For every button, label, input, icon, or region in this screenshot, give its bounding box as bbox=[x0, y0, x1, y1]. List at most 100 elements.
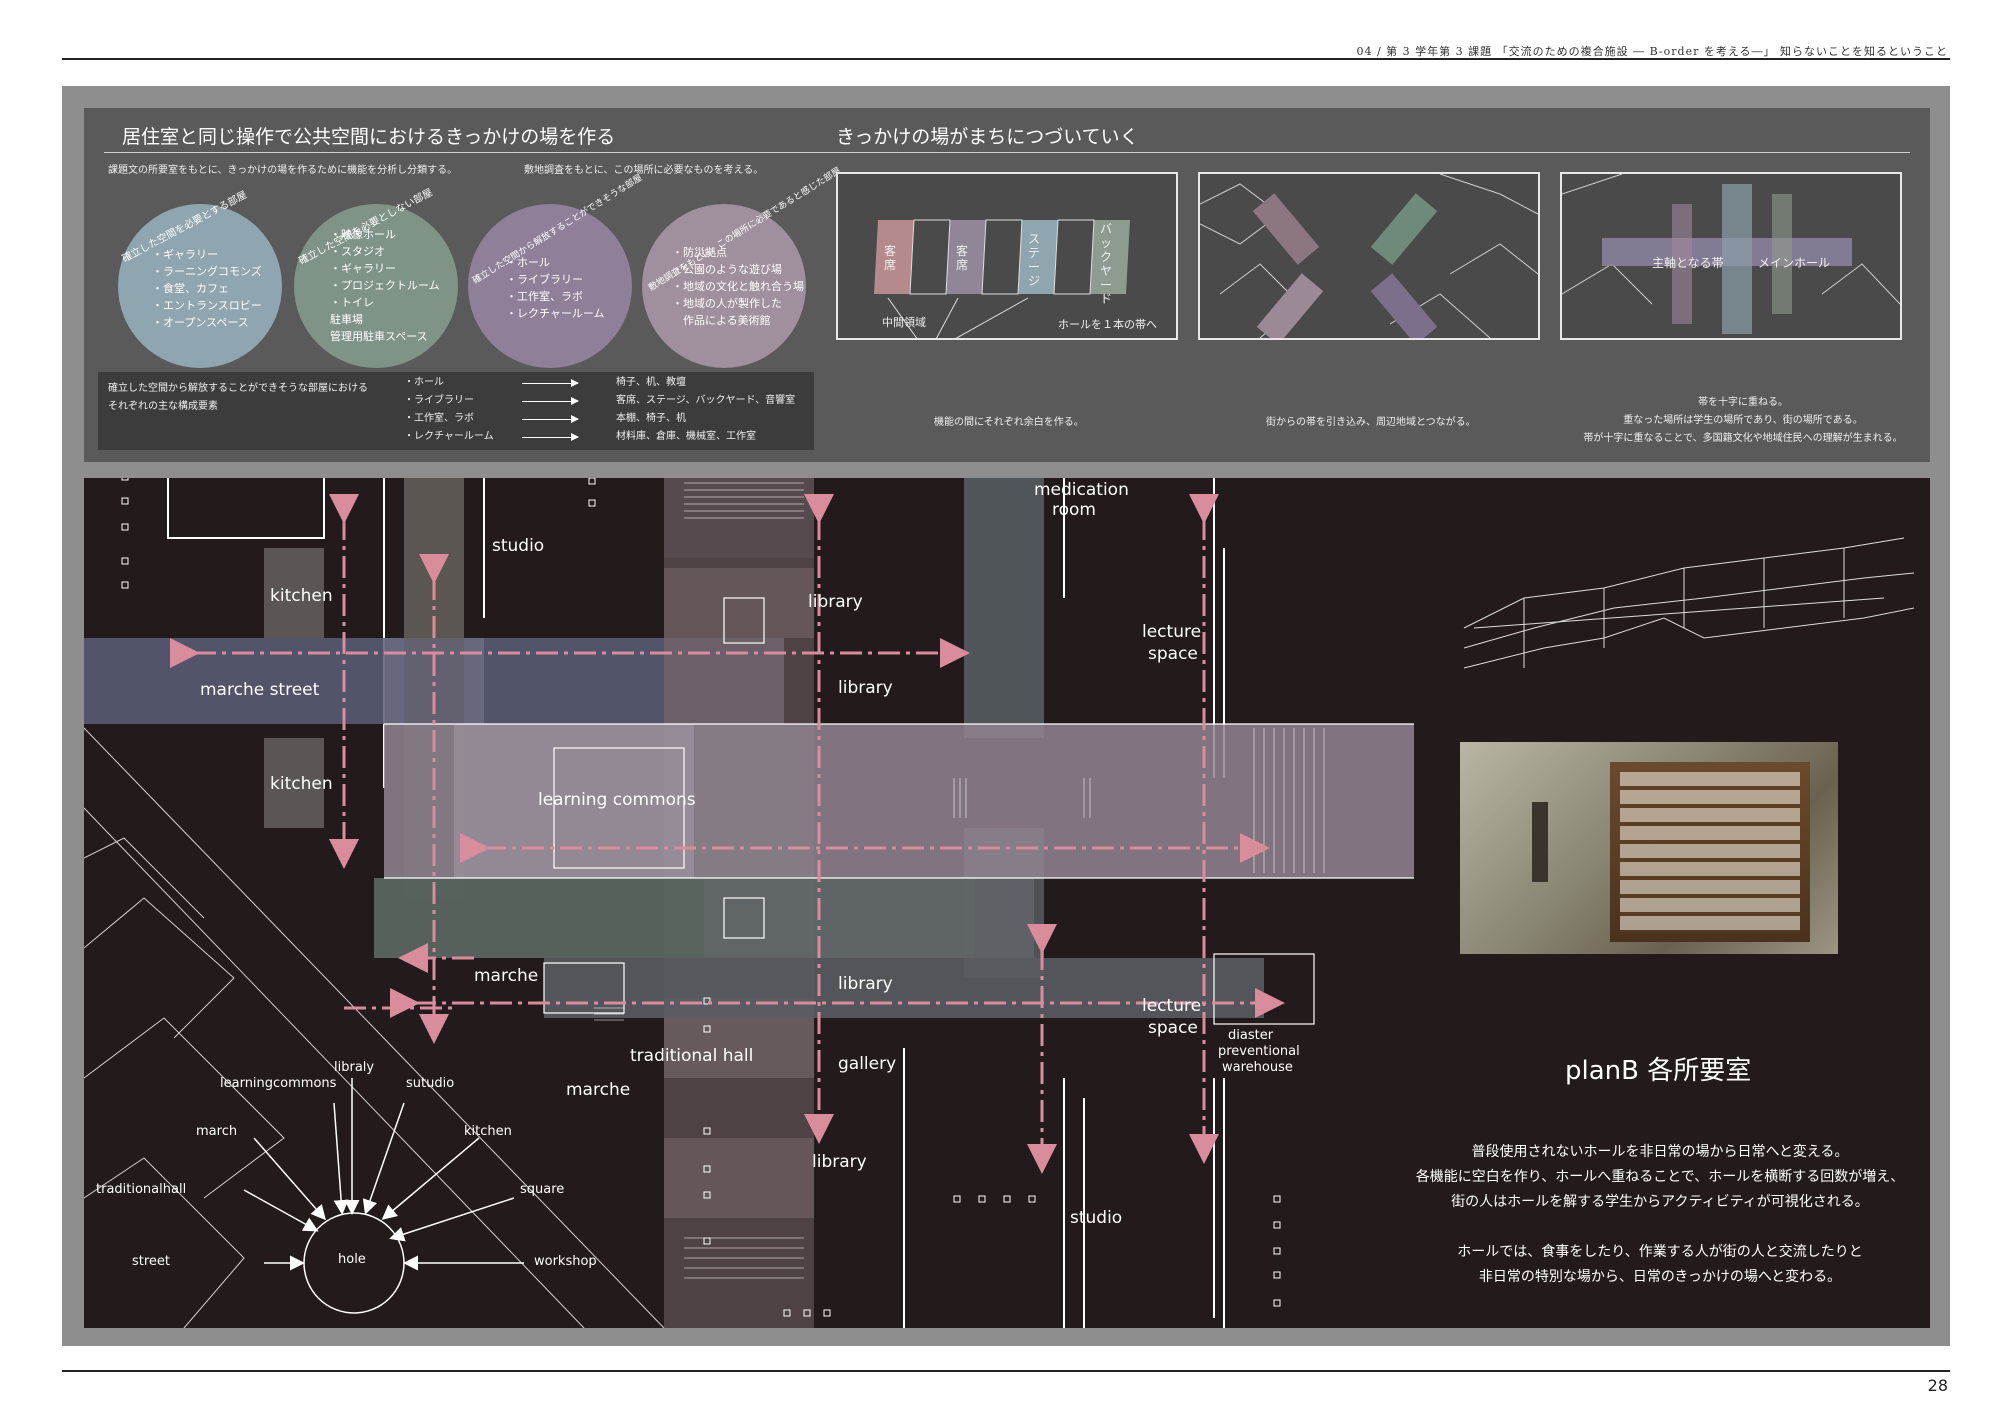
hall-band-svg bbox=[874, 219, 1130, 338]
table-room: ・ライブラリー bbox=[404, 395, 474, 406]
circle-3-item: ・ホール bbox=[506, 256, 550, 269]
label-kitchen-1: kitchen bbox=[270, 586, 333, 606]
footer-rule bbox=[62, 1370, 1950, 1372]
table-elements: 椅子、机、教壇 bbox=[616, 377, 686, 388]
header-rule bbox=[62, 58, 1950, 60]
circle-4: ・防災拠点 ・公園のような遊び場 ・地域の文化と触れ合う場 ・地域の人が製作した… bbox=[642, 204, 806, 368]
label-diaster-2: preventional bbox=[1218, 1044, 1300, 1059]
right-section-title: きっかけの場がまちにつづいていく bbox=[836, 126, 1139, 148]
label-learning-commons: learning commons bbox=[538, 790, 696, 810]
table-room: ・ホール bbox=[404, 377, 444, 388]
label-lecture-top-1: lecture bbox=[1142, 622, 1202, 642]
circle-1: ・ギャラリー ・ラーニングコモンズ ・食堂、カフェ ・エントランスロビー ・オー… bbox=[118, 204, 282, 368]
radial-learningcommons: learningcommons bbox=[220, 1076, 337, 1091]
circle-4-item: ・公園のような遊び場 bbox=[672, 263, 782, 276]
diagram-hall-band: 客席 客席 ステージ バックヤード 中間領域 ホールを１本の帯へ bbox=[836, 172, 1178, 340]
radial-libraly: libraly bbox=[334, 1060, 375, 1075]
diagram-city-bands bbox=[1198, 172, 1540, 340]
circle-3-item: ・工作室、ラボ bbox=[506, 290, 583, 303]
label-marche-street: marche street bbox=[200, 680, 320, 700]
city-bands-svg bbox=[1200, 174, 1538, 338]
diagram3-caption-1: 帯を十字に重ねる。 bbox=[1698, 397, 1788, 408]
diagram1-caption: 機能の間にそれぞれ余白を作る。 bbox=[934, 417, 1084, 428]
desc-line: 普段使用されないホールを非日常の場から日常へと変える。 bbox=[1471, 1144, 1849, 1160]
table-caption-1: 確立した空間から解放することができそうな部屋における bbox=[108, 383, 368, 394]
label-medication: medication bbox=[1034, 480, 1129, 500]
desc-line bbox=[1390, 1215, 1930, 1240]
diagram2-caption: 街からの帯を引き込み、周辺地域とつながる。 bbox=[1266, 417, 1476, 428]
table-caption-2: それぞれの主な構成要素 bbox=[108, 401, 218, 412]
band-label-1: 客席 bbox=[884, 244, 897, 272]
band-label-4: バックヤード bbox=[1100, 222, 1113, 306]
label-library-4: library bbox=[812, 1152, 867, 1172]
books bbox=[1620, 772, 1800, 932]
label-diaster-3: warehouse bbox=[1222, 1060, 1293, 1075]
label-marche-2: marche bbox=[566, 1080, 631, 1100]
left-section-title: 居住室と同じ操作で公共空間におけるきっかけの場を作る bbox=[122, 126, 616, 148]
top-panel: 居住室と同じ操作で公共空間におけるきっかけの場を作る 課題文の所要室をもとに、き… bbox=[84, 108, 1930, 462]
circle-2-item: 管理用駐車スペース bbox=[330, 330, 428, 343]
left-caption-2: 敷地調査をもとに、この場所に必要なものを考える。 bbox=[524, 165, 764, 176]
radial-workshop: workshop bbox=[534, 1254, 597, 1269]
label-studio-bot: studio bbox=[1070, 1208, 1123, 1228]
desc-line: 街の人はホールを解する学生からアクティビティが可視化される。 bbox=[1451, 1194, 1869, 1210]
desc-line: 非日常の特別な場から、日常のきっかけの場へと変わる。 bbox=[1478, 1269, 1842, 1285]
radial-march: march bbox=[196, 1124, 238, 1139]
circle-1-item: ・ギャラリー bbox=[152, 248, 218, 261]
interior-photo bbox=[1460, 742, 1838, 954]
label-library-2: library bbox=[838, 678, 893, 698]
radial-sutudio: sutudio bbox=[406, 1076, 455, 1091]
circle-2-item: ・映像ホール bbox=[330, 228, 396, 241]
planB-title: planB 各所要室 bbox=[1565, 1056, 1752, 1086]
circle-2-item: ・スタジオ bbox=[330, 245, 385, 258]
header-text: 04 / 第 3 学年第 3 課題 「交流のための複合施設 ― B-order … bbox=[1356, 45, 1948, 58]
diagram3-caption-3: 帯が十字に重なることで、多国籍文化や地域住民への理解が生まれる。 bbox=[1583, 433, 1903, 444]
plan-panel: medication room studio kitchen kitchen l… bbox=[84, 478, 1930, 1328]
label-gallery: gallery bbox=[838, 1054, 897, 1074]
table-room: ・工作室、ラボ bbox=[404, 413, 474, 424]
components-table: 確立した空間から解放することができそうな部屋における それぞれの主な構成要素 ・… bbox=[98, 372, 814, 450]
label-library-1: library bbox=[808, 592, 863, 612]
label-marche-1: marche bbox=[474, 966, 539, 986]
table-elements: 材料庫、倉庫、機械室、工作室 bbox=[616, 431, 756, 442]
circle-4-item: ・地域の文化と触れ合う場 bbox=[672, 280, 804, 293]
circle-3-item: ・ライブラリー bbox=[506, 273, 583, 286]
circle-1-item: ・オープンスペース bbox=[152, 316, 249, 329]
circle-2-item: ・トイレ bbox=[330, 296, 374, 309]
diagram3-caption-2: 重なった場所は学生の場所であり、街の場所である。 bbox=[1623, 415, 1863, 426]
page-number: 28 bbox=[1927, 1376, 1948, 1395]
hall-label-right: ホールを１本の帯へ bbox=[1058, 318, 1157, 331]
circle-2-item: ・ギャラリー bbox=[330, 262, 396, 275]
radial-traditionalhall: traditionalhall bbox=[96, 1182, 187, 1197]
label-studio-top: studio bbox=[492, 536, 545, 556]
desc-line: 各機能に空白を作り、ホールへ重ねることで、ホールを横断する回数が増え、 bbox=[1415, 1169, 1905, 1185]
left-title-rule bbox=[104, 152, 874, 153]
floor-plan-svg bbox=[84, 478, 1915, 1328]
circle-2-item: ・プロジェクトルーム bbox=[330, 279, 440, 292]
table-elements: 本棚、椅子、机 bbox=[616, 413, 686, 424]
table-arrow bbox=[522, 415, 579, 423]
label-diaster-1: diaster bbox=[1228, 1028, 1274, 1043]
circle-3: ・ホール ・ライブラリー ・工作室、ラボ ・レクチャールーム bbox=[468, 204, 632, 368]
circle-1-item: ・食堂、カフェ bbox=[152, 282, 229, 295]
label-room: room bbox=[1052, 500, 1096, 520]
table-room: ・レクチャールーム bbox=[404, 431, 494, 442]
label-library-3: library bbox=[838, 974, 893, 994]
radial-square: square bbox=[520, 1182, 565, 1197]
label-kitchen-2: kitchen bbox=[270, 774, 333, 794]
plan-description: 普段使用されないホールを非日常の場から日常へと変える。 各機能に空白を作り、ホー… bbox=[1390, 1140, 1930, 1290]
circle-1-item: ・エントランスロビー bbox=[152, 299, 262, 312]
diagram-cross-bands: 主軸となる帯 メインホール bbox=[1560, 172, 1902, 340]
desc-line: ホールでは、食事をしたり、作業する人が街の人と交流したりと bbox=[1457, 1244, 1863, 1260]
circle-1-item: ・ラーニングコモンズ bbox=[152, 265, 262, 278]
circle-4-item: ・防災拠点 bbox=[672, 246, 727, 259]
cross-label-main-axis: 主軸となる帯 bbox=[1652, 256, 1724, 270]
table-elements: 客席、ステージ、バックヤード、音響室 bbox=[616, 395, 796, 406]
right-title-rule bbox=[828, 152, 1910, 153]
left-caption-1: 課題文の所要室をもとに、きっかけの場を作るために機能を分析し分類する。 bbox=[108, 165, 458, 176]
radial-center: hole bbox=[338, 1252, 366, 1267]
circle-3-item: ・レクチャールーム bbox=[506, 307, 605, 320]
cross-label-main-hall: メインホール bbox=[1758, 256, 1831, 270]
circle-2: ・映像ホール ・スタジオ ・ギャラリー ・プロジェクトルーム ・トイレ 駐車場 … bbox=[294, 204, 458, 368]
table-arrow bbox=[522, 433, 579, 441]
